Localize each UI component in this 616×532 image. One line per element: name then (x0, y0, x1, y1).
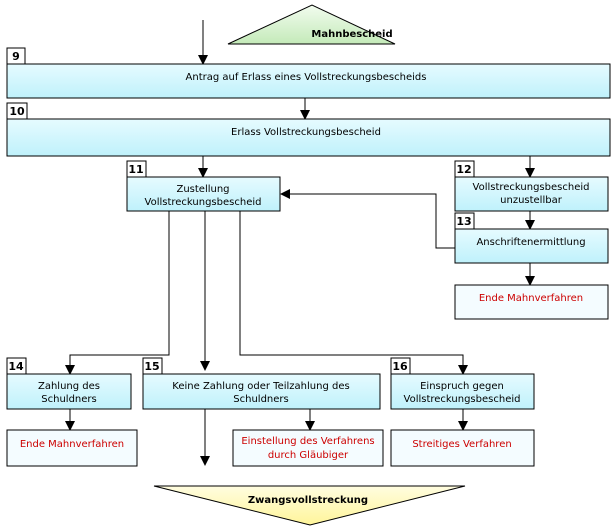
step-14: 14 Zahlung des Schuldners (6, 357, 132, 410)
step-label-line-1: Zustellung (176, 184, 229, 195)
outcome-end-mahnverfahren-13: Ende Mahnverfahren (454, 284, 609, 320)
step-label-line-1: Zahlung des (38, 381, 100, 392)
step-label-line-1: Keine Zahlung oder Teilzahlung des (172, 381, 349, 392)
step-number: 9 (12, 50, 20, 63)
connectors (65, 20, 535, 466)
step-label-line-1: Antrag auf Erlass eines Vollstreckungsbe… (186, 72, 427, 83)
step-number: 14 (8, 360, 24, 373)
step-number: 13 (456, 215, 471, 228)
start-label: Mahnbescheid (311, 29, 392, 40)
step-13: 13 Anschriftenermittlung (454, 212, 609, 264)
step-15: 15 Keine Zahlung oder Teilzahlung des Sc… (142, 357, 381, 410)
outcome-label-line-1: Streitiges Verfahren (412, 439, 511, 450)
step-16: 16 Einspruch gegen Vollstreckungsbeschei… (390, 357, 535, 410)
step-label-line-1: Einspruch gegen (420, 381, 504, 392)
step-9: 9 Antrag auf Erlass eines Vollstreckungs… (6, 47, 611, 99)
outcome-label-line-2: durch Gläubiger (268, 450, 349, 461)
step-label-line-2: Schuldners (41, 394, 96, 405)
step-label-line-2: Schuldners (233, 394, 288, 405)
step-label-line-2: Vollstreckungsbescheid (145, 197, 262, 208)
outcome-einstellung: Einstellung des Verfahrens durch Gläubig… (232, 429, 384, 467)
outcome-label-line-1: Ende Mahnverfahren (20, 439, 124, 450)
step-label-line-1: Vollstreckungsbescheid (473, 182, 590, 193)
step-number: 15 (144, 360, 159, 373)
outcome-streitiges-verfahren: Streitiges Verfahren (390, 429, 535, 467)
step-number: 10 (9, 105, 25, 118)
outcome-label-line-1: Einstellung des Verfahrens (241, 436, 374, 447)
step-12: 12 Vollstreckungsbescheid unzustellbar (454, 160, 609, 212)
step-10: 10 Erlass Vollstreckungsbescheid (6, 102, 611, 157)
step-label-line-2: unzustellbar (500, 195, 563, 206)
step-11: 11 Zustellung Vollstreckungsbescheid (126, 160, 281, 212)
step-number: 11 (128, 163, 143, 176)
outcome-end-mahnverfahren-14: Ende Mahnverfahren (6, 429, 138, 467)
end-label: Zwangsvollstreckung (248, 495, 368, 506)
outcome-label-line-1: Ende Mahnverfahren (479, 293, 583, 304)
step-label-line-2: Vollstreckungsbescheid (404, 394, 521, 405)
step-number: 12 (456, 163, 471, 176)
start-node: Mahnbescheid (227, 4, 396, 45)
step-number: 16 (392, 360, 408, 373)
step-label-line-1: Anschriftenermittlung (476, 237, 585, 248)
step-label-line-1: Erlass Vollstreckungsbescheid (231, 127, 381, 138)
end-node: Zwangsvollstreckung (153, 485, 466, 526)
